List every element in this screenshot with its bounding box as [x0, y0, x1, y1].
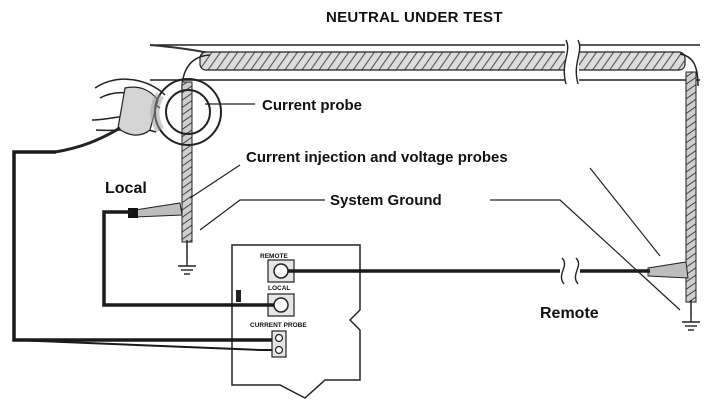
neutral-cable	[199, 51, 686, 71]
remote-probe	[647, 261, 689, 279]
system-ground-label: System Ground	[330, 192, 442, 209]
local-label: Local	[105, 180, 147, 197]
current-probe-label: Current probe	[262, 97, 362, 114]
local-cable	[102, 210, 274, 307]
ground-leader-local	[199, 199, 325, 231]
diagram-title: NEUTRAL UNDER TEST	[326, 9, 503, 26]
injection-probes-label: Current injection and voltage probes	[246, 149, 508, 166]
current-probe	[54, 78, 222, 154]
local-injection-probe	[128, 202, 183, 218]
neutral-conductor	[149, 39, 700, 91]
break-mark-top	[563, 39, 581, 85]
ground-leader-remote	[490, 199, 681, 311]
local-jack-label: LOCAL	[268, 285, 290, 292]
injection-leader-remote	[589, 167, 661, 257]
ground-symbol-remote	[682, 318, 700, 331]
remote-down-conductor	[685, 71, 697, 318]
remote-jack-label: REMOTE	[260, 253, 288, 260]
remote-label: Remote	[540, 305, 599, 322]
break-mark-remote-cable	[560, 257, 580, 285]
ground-symbol-local	[178, 262, 196, 275]
test-instrument: REMOTE LOCAL CURRENT PROBE	[231, 244, 361, 399]
local-down-conductor	[181, 81, 193, 262]
injection-leader-local	[189, 164, 241, 199]
current-probe-jack-label: CURRENT PROBE	[250, 322, 307, 329]
leader-lines	[189, 103, 681, 311]
